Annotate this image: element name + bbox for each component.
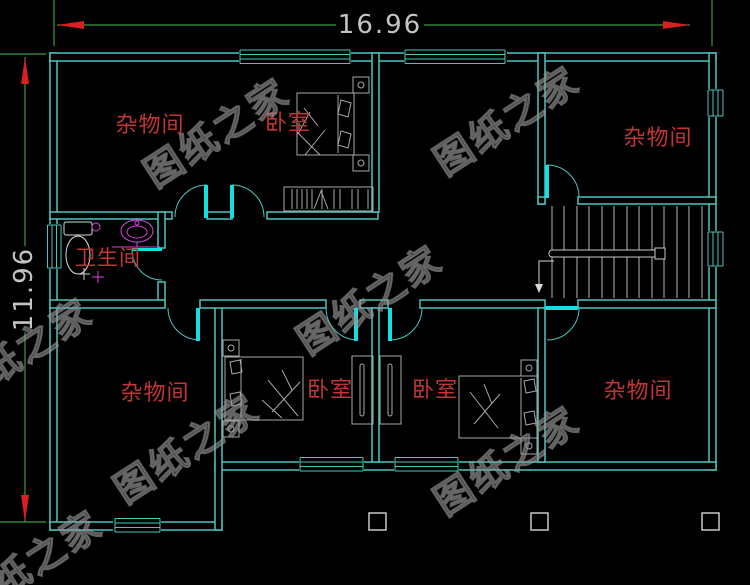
door-storage-top-right	[545, 164, 580, 198]
stair-rail	[548, 249, 662, 258]
closet-top-bedroom	[283, 186, 374, 212]
window-stairs-right	[707, 231, 725, 267]
room-label-storage-bottom-left: 杂物间	[120, 381, 190, 406]
window-wing-bottom	[113, 517, 161, 534]
room-label-bedroom-bottom-left: 卧室	[306, 378, 354, 403]
bathroom-fixtures	[63, 219, 160, 283]
porch-columns	[368, 512, 720, 531]
dimension-arrows	[21, 21, 690, 522]
window-bedroom-right-bottom	[394, 456, 459, 473]
column-3	[701, 512, 720, 531]
stair-direction-arrow	[535, 284, 543, 293]
window-right-upper	[707, 89, 725, 117]
room-label-storage-top-right: 杂物间	[623, 126, 693, 151]
stair-rail-end	[654, 247, 666, 260]
dimension-width-label: 16.96	[337, 10, 423, 40]
bed-top-bedroom	[296, 76, 370, 172]
room-label-storage-bottom-right: 杂物间	[603, 379, 673, 404]
windows	[45, 48, 725, 534]
column-1	[368, 512, 387, 531]
dimension-height-label: 11.96	[9, 246, 39, 332]
room-label-storage-top-left: 杂物间	[115, 113, 185, 138]
furniture	[222, 76, 538, 455]
window-bedroom-left-bottom	[299, 456, 364, 473]
door-bedroom-bottom-left	[325, 307, 359, 341]
bed-bedroom-bottom-right	[458, 359, 538, 455]
stair-direction-line	[538, 260, 554, 284]
dimension-lines	[0, 0, 713, 523]
window-bathroom-left	[45, 224, 62, 269]
room-label-bedroom-top: 卧室	[264, 111, 312, 136]
room-label-bathroom: 卫生间	[75, 246, 141, 270]
floor-drain-white	[78, 268, 90, 280]
room-label-bedroom-bottom-right: 卧室	[411, 378, 459, 403]
sink	[112, 219, 160, 248]
window-top-right	[404, 48, 507, 65]
door-storage-top-left	[174, 184, 208, 218]
bed-bedroom-bottom-left	[222, 339, 304, 438]
column-2	[530, 512, 549, 531]
door-storage-bottom-right	[545, 306, 580, 341]
staircase	[535, 206, 703, 298]
door-bathroom	[131, 248, 163, 281]
door-storage-bottom-left	[167, 307, 201, 341]
wardrobe-pair	[351, 355, 402, 425]
doors	[131, 164, 580, 341]
floor-drain-magenta	[92, 271, 104, 283]
door-bedroom-top	[230, 184, 265, 218]
bathroom-drain-circle	[91, 222, 101, 232]
window-top-left	[239, 48, 351, 65]
door-bedroom-bottom-right	[388, 307, 423, 341]
